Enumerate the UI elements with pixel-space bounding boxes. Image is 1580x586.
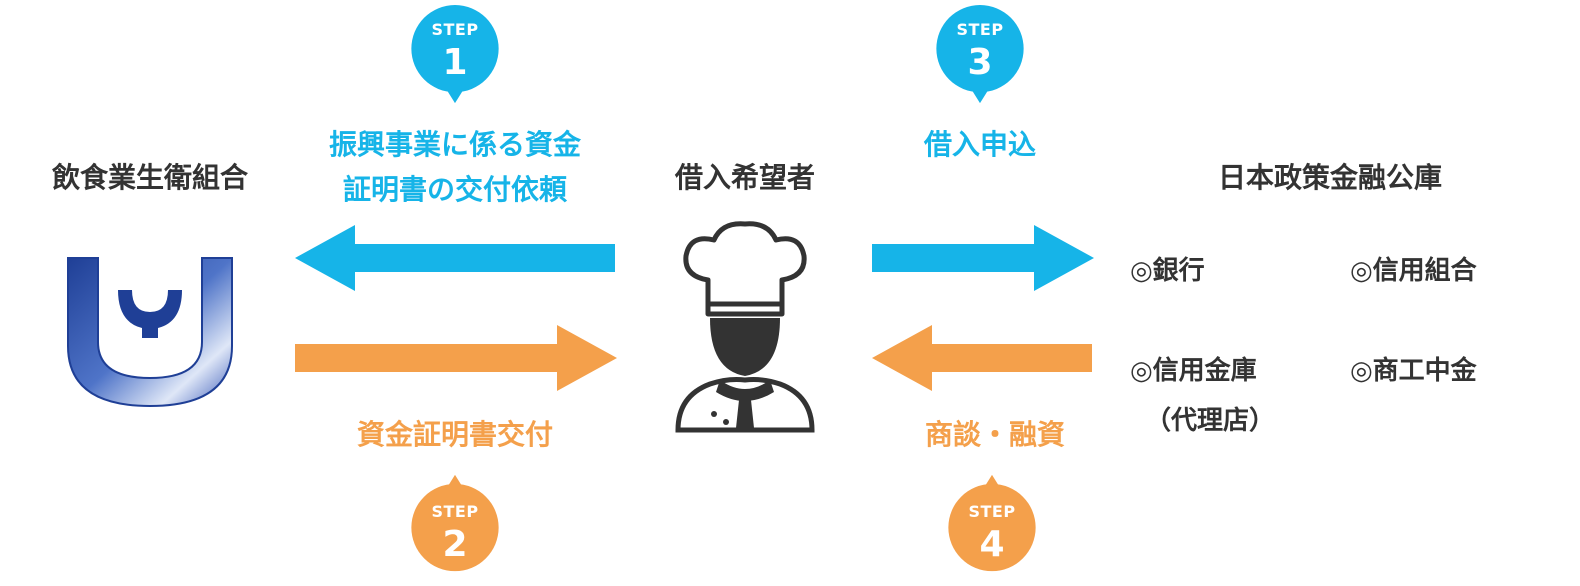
left-org-name: 飲食業生衛組合: [51, 161, 248, 194]
institution-shinkin: ◎信用金庫: [1130, 356, 1257, 386]
right-org-name: 日本政策金融公庫: [1217, 161, 1442, 194]
step-2-badge: STEP: [431, 502, 479, 521]
step-3-arrow: [872, 225, 1094, 291]
step-1-number: 1: [442, 42, 468, 83]
step-2-number: 2: [442, 524, 468, 565]
step-2-label: 資金証明書交付: [356, 418, 553, 451]
institution-shinkin-note: （代理店）: [1145, 406, 1276, 436]
step-1-bubble: [411, 5, 499, 104]
step-3-bubble: [936, 5, 1024, 104]
step-2-arrow: [295, 325, 617, 391]
step-1-label-line2: 証明書の交付依頼: [342, 173, 567, 206]
institution-shoko-chukin: ◎商工中金: [1350, 356, 1477, 386]
institution-credit-union: ◎信用組合: [1350, 256, 1477, 286]
step-4-arrow: [872, 325, 1092, 391]
institution-bank: ◎銀行: [1130, 256, 1205, 286]
step-4-badge: STEP: [968, 502, 1016, 521]
step-1-badge: STEP: [431, 20, 479, 39]
step-4-number: 4: [979, 524, 1005, 565]
step-2-bubble: [411, 474, 499, 572]
step-3-badge: STEP: [956, 20, 1004, 39]
union-logo-icon: [67, 257, 233, 408]
step-3-label: 借入申込: [923, 128, 1036, 161]
step-1-label-line1: 振興事業に係る資金: [328, 128, 581, 161]
step-4-bubble: [948, 474, 1036, 572]
step-4-label: 商談・融資: [924, 418, 1065, 451]
chef-icon: [675, 221, 815, 433]
step-1-arrow: [295, 225, 615, 291]
step-3-number: 3: [967, 42, 993, 83]
center-name: 借入希望者: [674, 161, 815, 194]
